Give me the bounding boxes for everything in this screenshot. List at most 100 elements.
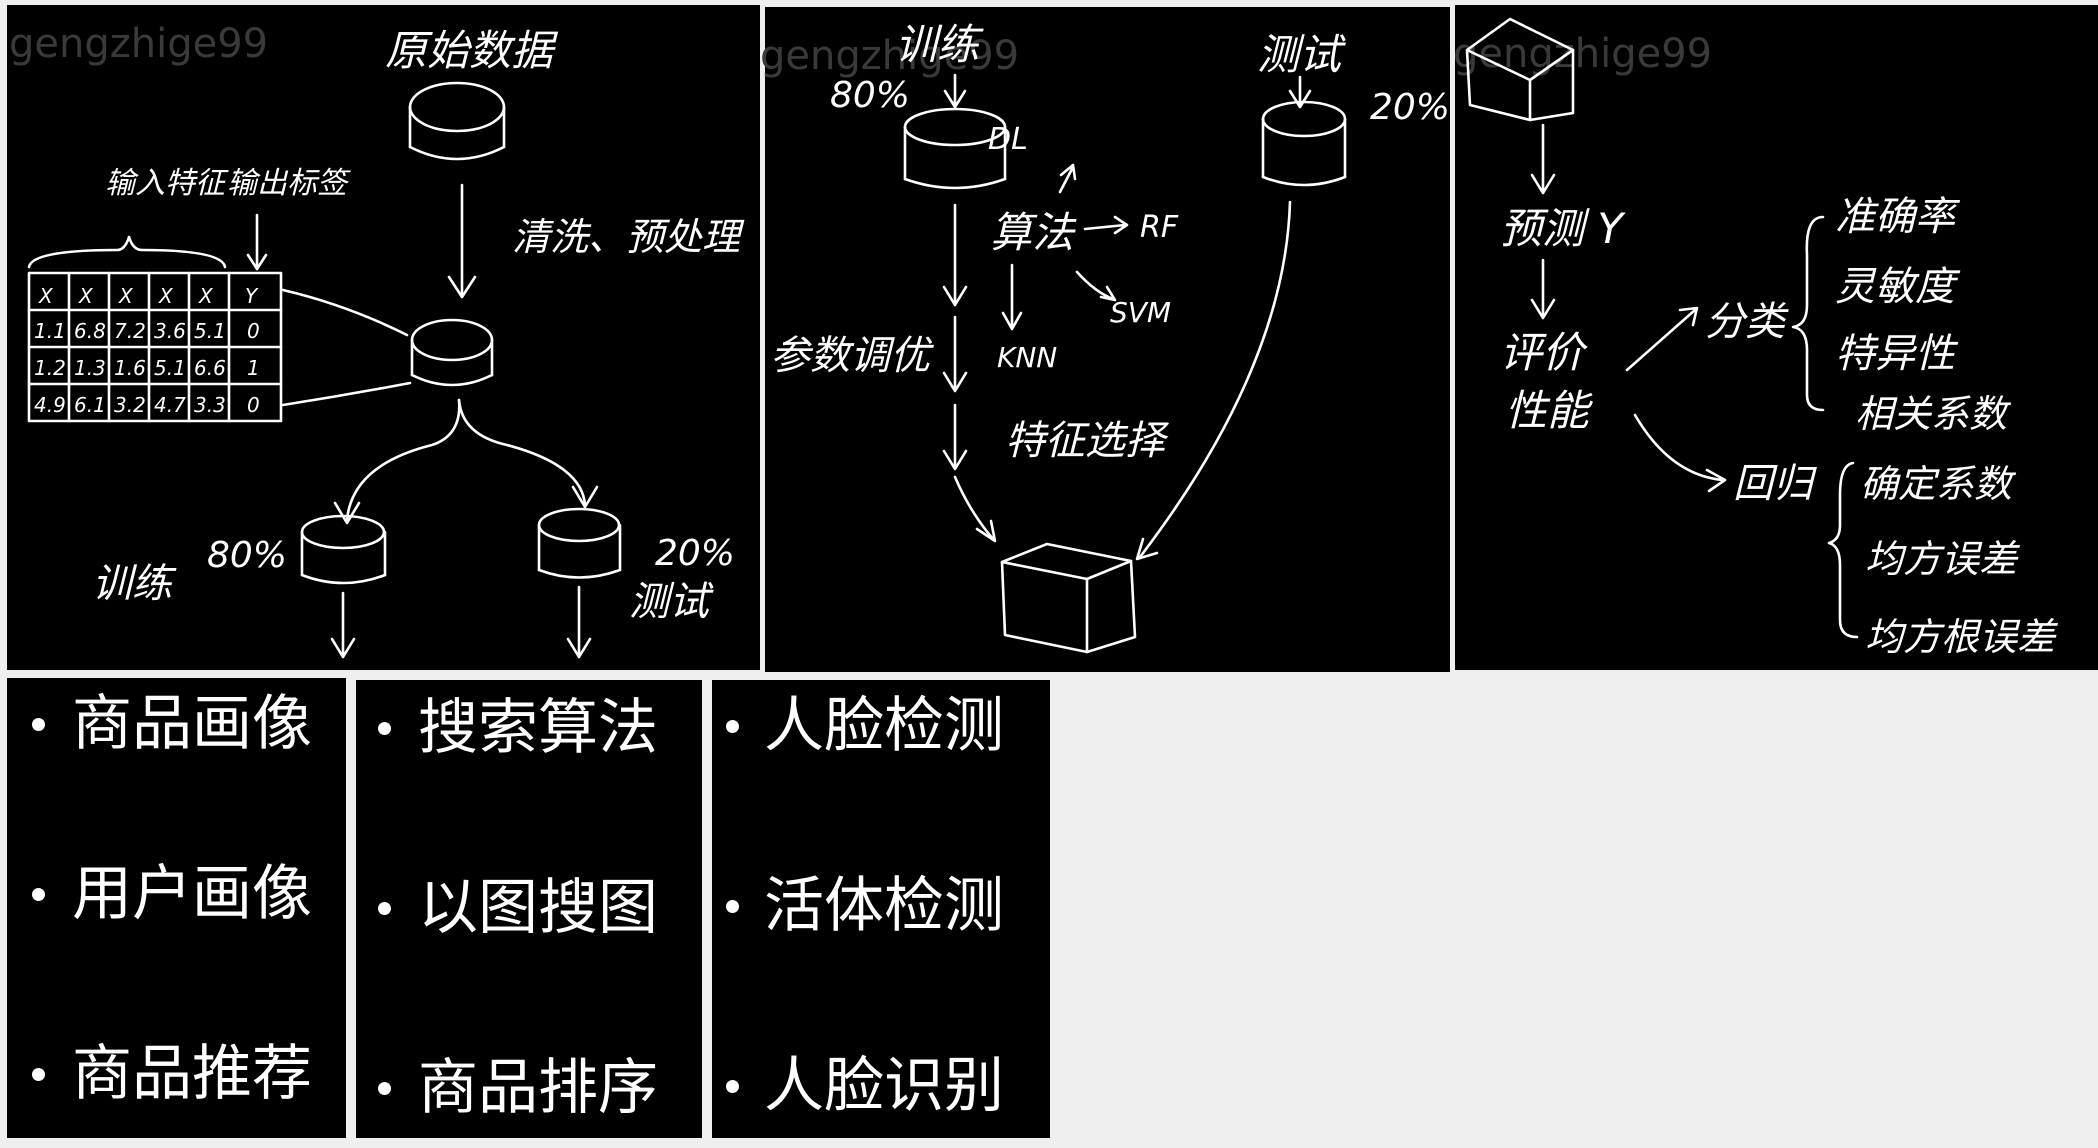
list-item: 活体检测: [712, 876, 1050, 936]
panel-training: gengzhige99 训练 80% 测试 20% DL 算法 RF SVM K…: [760, 7, 1450, 672]
classify-metric: 相关系数: [1855, 392, 2012, 436]
arrowhead-train: [333, 501, 361, 525]
algorithm-label: 算法: [990, 208, 1077, 257]
table-cell: 4.9: [34, 393, 66, 417]
clean-label: 清洗、预处理: [512, 215, 745, 259]
table-header: X: [158, 284, 174, 308]
raw-data-label: 原始数据: [385, 26, 559, 75]
classify-label: 分类: [1705, 299, 1789, 345]
output-arrow: [246, 213, 268, 271]
list-item: 商品画像: [7, 694, 346, 754]
arrow-regress: [1633, 413, 1727, 493]
feature-select-label: 特征选择: [1005, 418, 1170, 464]
regress-metric: 均方误差: [1865, 537, 2021, 581]
arrow-train-in: [943, 73, 967, 109]
processed-data-cylinder: [410, 318, 494, 387]
list-item: 人脸检测: [712, 696, 1050, 756]
regress-metric: 确定系数: [1860, 462, 2017, 506]
table-cell: 6.1: [74, 393, 106, 417]
list-item: 用户画像: [7, 864, 346, 924]
performance-label: 性能: [1505, 386, 1593, 435]
test-percent: 20%: [1370, 87, 1450, 128]
table-cell: 3.2: [114, 393, 146, 417]
list-item: 商品推荐: [7, 1044, 346, 1104]
table-cell: 6.8: [74, 319, 106, 343]
arrow-clean: [447, 183, 477, 299]
list-item: 人脸识别: [712, 1056, 1050, 1116]
table-connector: [281, 288, 412, 407]
arrow-feature: [942, 403, 968, 471]
test-cylinder: [537, 507, 622, 659]
table-cell: 3.6: [154, 319, 186, 343]
panel-data-split: gengzhige99 原始数据 清洗、预处理 输入特征 输出标签: [7, 5, 760, 670]
test-label: 测试: [1257, 30, 1346, 79]
application-list-3: 人脸检测 活体检测 人脸识别: [712, 680, 1050, 1138]
bullet-icon: [378, 902, 391, 915]
classify-metric: 特异性: [1835, 331, 1959, 377]
bullet-icon: [726, 1080, 739, 1093]
panel-evaluation: gengzhige99 预测 Y 评价 性能 分类 回归 准确率 灵敏度 特异性…: [1453, 5, 2098, 670]
model-cube: [1000, 542, 1137, 654]
sample-table: [27, 271, 283, 423]
raw-data-cylinder: [408, 81, 506, 161]
predict-label: 预测 Y: [1500, 204, 1626, 253]
svm-label: SVM: [1110, 296, 1171, 329]
dl-label: DL: [988, 122, 1028, 157]
training-diagram: gengzhige99 训练 80% 测试 20% DL 算法 RF SVM K…: [760, 20, 1450, 654]
input-brace: [27, 235, 227, 269]
arrow-to-model: [953, 475, 997, 543]
regress-brace: [1827, 461, 1859, 639]
list-item: 搜索算法: [356, 698, 702, 758]
train-percent: 80%: [207, 535, 287, 576]
train-cylinder: [300, 514, 387, 659]
bullet-icon: [378, 1082, 391, 1095]
table-header: Y: [245, 284, 259, 308]
bullet-icon: [726, 900, 739, 913]
table-header: X: [78, 284, 94, 308]
classify-metric: 准确率: [1835, 194, 1961, 240]
bullet-icon: [378, 722, 391, 735]
table-cell: 3.3: [194, 393, 226, 417]
output-label-text: 输出标签: [227, 166, 351, 201]
table-cell: 5.1: [194, 319, 226, 343]
arrow-to-train: [345, 398, 461, 522]
train-label: 训练: [92, 561, 177, 607]
arrow-algo: [942, 203, 968, 307]
table-cell: 4.7: [154, 393, 186, 417]
watermark: gengzhige99: [1453, 31, 1712, 77]
evaluation-diagram: gengzhige99 预测 Y 评价 性能 分类 回归 准确率 灵敏度 特异性…: [1453, 17, 2059, 659]
arrow-test-in: [1288, 75, 1312, 109]
table-cell: 7.2: [114, 319, 146, 343]
list-item: 商品排序: [356, 1058, 702, 1118]
application-list-1: 商品画像 用户画像 商品推荐: [7, 678, 346, 1138]
bullet-icon: [32, 888, 45, 901]
table-cell: 1.3: [74, 356, 106, 380]
table-header: X: [118, 284, 134, 308]
arrow-test-to-model: [1135, 200, 1292, 561]
rf-label: RF: [1140, 210, 1179, 245]
data-split-diagram: gengzhige99 原始数据 清洗、预处理 输入特征 输出标签: [9, 21, 745, 659]
table-header: X: [38, 284, 54, 308]
bullet-icon: [726, 720, 739, 733]
arrow-knn: [1001, 263, 1023, 331]
evaluate-label: 评价: [1500, 328, 1588, 377]
tuning-label: 参数调优: [770, 333, 935, 379]
application-list-2: 搜索算法 以图搜图 商品排序: [356, 680, 702, 1138]
classify-brace: [1791, 215, 1825, 412]
table-cell: 0: [247, 319, 260, 343]
table-header: X: [198, 284, 214, 308]
table-cell: 1.6: [114, 356, 146, 380]
watermark: gengzhige99: [760, 33, 1019, 79]
test-percent: 20%: [655, 533, 735, 574]
list-item: 以图搜图: [356, 878, 702, 938]
regress-label: 回归: [1733, 461, 1817, 507]
test-label: 测试: [629, 579, 714, 625]
table-cell: 1.1: [34, 319, 66, 343]
knn-label: KNN: [997, 341, 1057, 374]
test-cylinder: [1261, 100, 1347, 187]
train-percent: 80%: [830, 75, 910, 116]
arrow-tuning: [942, 315, 968, 393]
input-features-label: 输入特征: [105, 166, 229, 201]
table-cell: 6.6: [194, 356, 226, 380]
table-cell: 1: [247, 356, 260, 380]
